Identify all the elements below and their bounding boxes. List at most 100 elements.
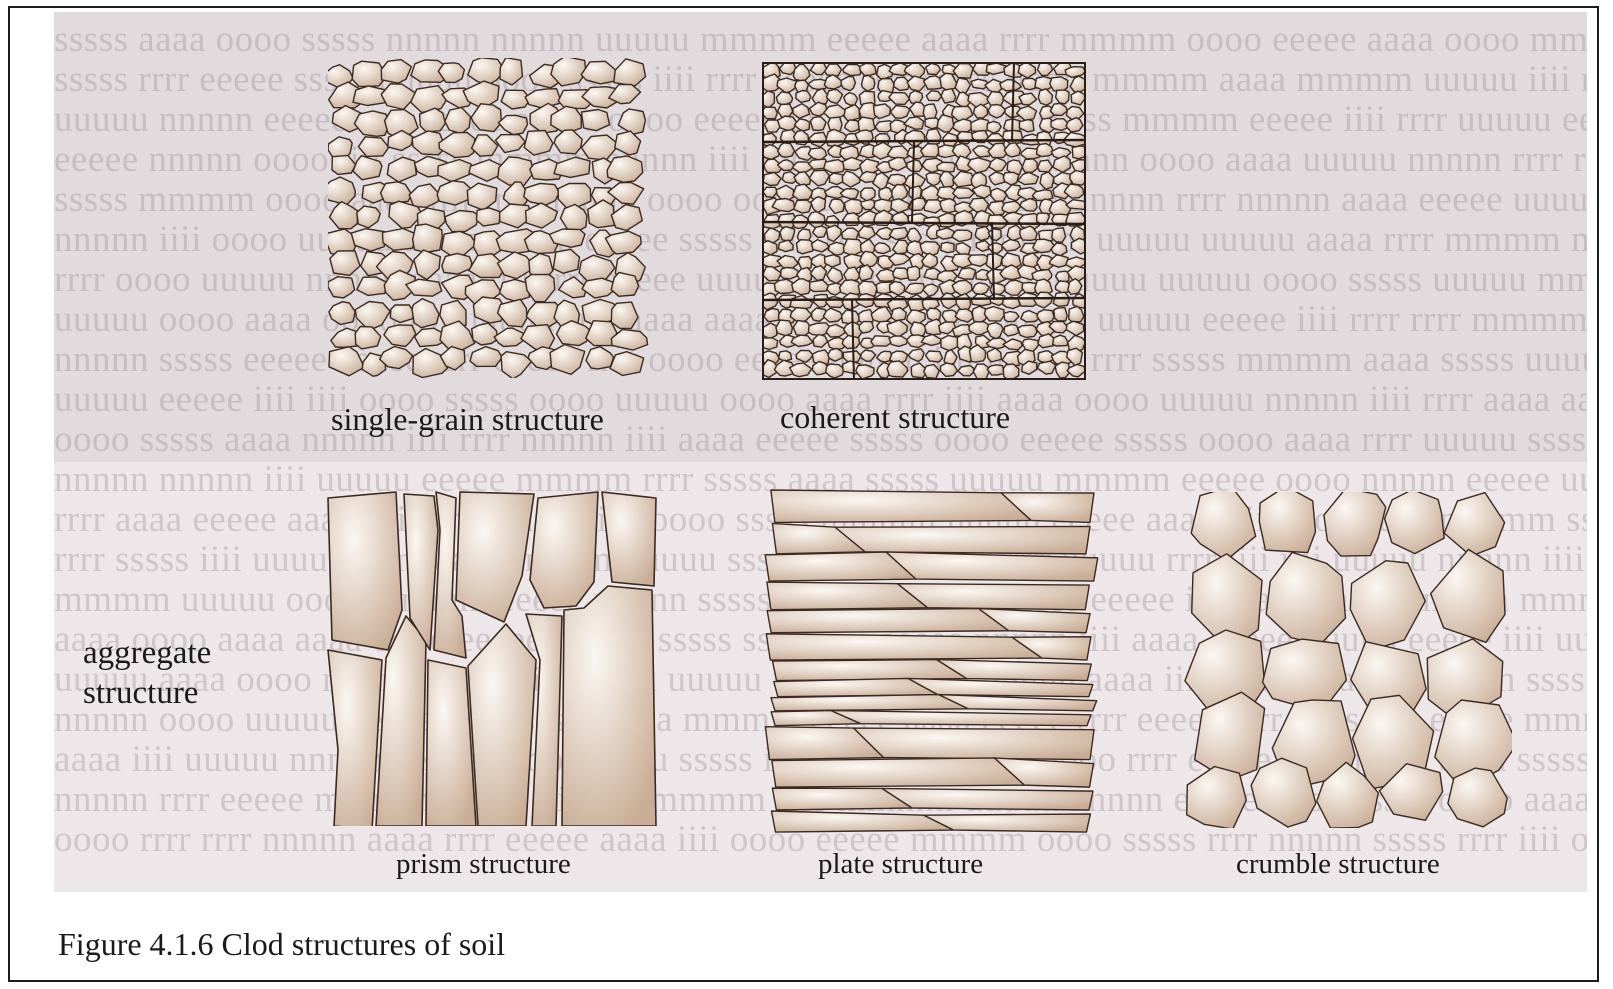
soil-grain <box>926 91 941 101</box>
soil-grain <box>840 189 858 199</box>
prism-column <box>328 650 382 826</box>
soil-crumb <box>1448 768 1507 827</box>
soil-grain <box>351 229 385 252</box>
soil-grain <box>762 293 778 310</box>
soil-grain <box>826 364 844 378</box>
soil-grain <box>887 361 908 377</box>
soil-grain <box>986 254 1002 270</box>
soil-grain <box>987 365 1004 375</box>
soil-grain <box>501 352 531 378</box>
soil-grain <box>988 229 1001 241</box>
soil-grain <box>353 156 382 180</box>
soil-grain <box>1069 306 1084 322</box>
soil-grain <box>973 364 990 380</box>
soil-grain <box>871 336 892 346</box>
soil-grain <box>1040 172 1054 189</box>
soil-grain <box>889 228 907 240</box>
soil-grain <box>1002 201 1020 213</box>
soil-grain <box>354 111 389 136</box>
soil-grain <box>921 334 941 345</box>
soil-grain <box>471 104 501 132</box>
prism-column <box>602 492 656 586</box>
soil-grain <box>588 200 614 228</box>
soil-grain <box>1037 144 1054 157</box>
soil-grain <box>778 240 793 252</box>
soil-grain <box>809 132 827 147</box>
soil-grain <box>1038 89 1052 105</box>
soil-grain <box>1020 199 1037 212</box>
soil-grain <box>796 91 811 103</box>
soil-crumb <box>1324 492 1386 556</box>
soil-crumb <box>1251 758 1316 827</box>
soil-grain <box>615 131 641 155</box>
soil-grain <box>413 224 443 252</box>
soil-grain <box>581 61 618 84</box>
soil-grain <box>1037 62 1052 76</box>
soil-grain <box>860 251 878 267</box>
single-grain-drawing <box>328 58 650 378</box>
soil-grain <box>1019 93 1037 105</box>
soil-grain <box>989 172 1005 185</box>
soil-grain <box>328 277 355 298</box>
soil-grain <box>762 107 777 119</box>
soil-grain <box>764 309 780 322</box>
soil-grain <box>554 130 582 154</box>
soil-grain <box>952 106 973 120</box>
soil-grain <box>1005 280 1024 295</box>
soil-grain <box>1004 143 1020 158</box>
soil-grain <box>936 228 954 239</box>
soil-grain <box>1052 228 1066 243</box>
soil-crumb <box>1444 493 1504 556</box>
soil-grain <box>780 227 795 241</box>
soil-grain <box>525 275 555 302</box>
soil-grain <box>553 249 579 273</box>
soil-grain <box>941 242 954 252</box>
soil-grain <box>521 325 555 350</box>
soil-grain <box>439 132 475 157</box>
soil-grain <box>923 284 938 296</box>
soil-crumb <box>1431 549 1505 642</box>
soil-grain <box>987 121 1001 133</box>
soil-grain <box>796 240 813 254</box>
soil-grain <box>813 226 828 238</box>
soil-grain <box>1070 171 1086 186</box>
plate-drawing <box>762 488 1100 838</box>
soil-grain <box>968 158 991 173</box>
soil-plate <box>854 728 1095 759</box>
soil-grain <box>500 279 530 301</box>
soil-grain <box>908 349 924 362</box>
soil-grain <box>842 171 860 187</box>
soil-grain <box>1003 339 1022 350</box>
soil-crumb <box>1187 767 1247 829</box>
prism-column <box>328 492 402 650</box>
soil-grain <box>937 115 954 132</box>
soil-grain <box>790 308 811 322</box>
soil-grain <box>845 120 860 132</box>
soil-grain <box>1002 240 1021 252</box>
soil-grain <box>907 266 920 280</box>
soil-plate <box>898 584 1090 610</box>
figure-frame: sssss aaaa oooo sssss nnnnn nnnnn uuuuu … <box>8 6 1599 982</box>
soil-grain <box>381 84 416 110</box>
soil-grain <box>440 321 475 351</box>
soil-grain <box>498 299 527 327</box>
soil-grain <box>991 188 1007 201</box>
soil-grain <box>891 199 909 213</box>
soil-grain <box>824 75 842 89</box>
soil-grain <box>874 243 890 254</box>
soil-grain <box>1003 364 1019 380</box>
soil-plate <box>882 788 1093 810</box>
soil-grain <box>810 280 829 292</box>
soil-grain <box>779 351 792 362</box>
soil-grain <box>826 297 844 308</box>
soil-grain <box>940 363 957 377</box>
soil-grain <box>384 325 416 347</box>
soil-grain <box>907 76 925 91</box>
soil-grain <box>924 364 940 378</box>
soil-grain <box>332 155 356 174</box>
soil-grain <box>926 351 943 362</box>
soil-grain <box>976 241 990 252</box>
soil-grain <box>1049 255 1068 267</box>
soil-grain <box>776 320 793 336</box>
soil-grain <box>774 279 793 293</box>
